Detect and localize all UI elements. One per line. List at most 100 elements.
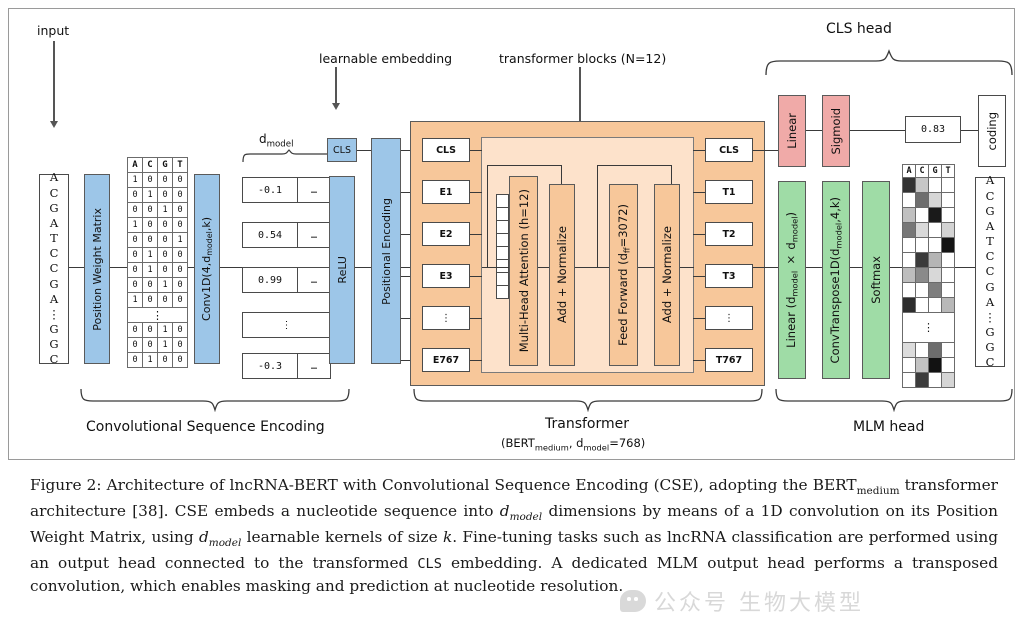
heatmap-row xyxy=(902,252,955,268)
pwm-cell: 0 xyxy=(127,262,143,278)
seq-ellipsis: ⋮ xyxy=(48,306,60,321)
heatmap-row xyxy=(902,177,955,193)
pwm-cell: 0 xyxy=(172,202,188,218)
heatmap-cell xyxy=(902,267,916,283)
pwm-cell: 0 xyxy=(172,262,188,278)
input-arrow-shaft xyxy=(53,41,55,123)
heatmap-row xyxy=(902,267,955,283)
embedding-row: -0.1 … xyxy=(242,177,331,203)
pwm-cell: 0 xyxy=(157,172,173,188)
heatmap-row xyxy=(902,372,955,388)
conv1d-block: Conv1D(4,dmodel,k) xyxy=(194,174,220,364)
tb-sub-mid: , d xyxy=(568,436,584,450)
heatmap-cell xyxy=(915,192,929,208)
heatmap-cell xyxy=(941,207,955,223)
inner-connector xyxy=(538,267,549,268)
input-sequence-box: A C G A T C C G A ⋮ G G C xyxy=(39,170,69,366)
position-weight-matrix-label: Position Weight Matrix xyxy=(90,207,104,331)
heatmap-cell xyxy=(928,252,942,268)
cse-brace xyxy=(79,388,351,412)
pwm-cell: 0 xyxy=(142,172,158,188)
cls-head-linear-label: Linear xyxy=(785,113,799,149)
attention-head xyxy=(496,285,509,299)
mlm-head-linear-label: Linear (dmodel × dmodel) xyxy=(784,212,799,348)
seq-char: G xyxy=(985,203,995,218)
token-output-ellipsis: ⋮ xyxy=(705,306,753,330)
pwm-cell: 0 xyxy=(157,247,173,263)
cls-head-connector xyxy=(753,150,778,151)
heatmap-ellipsis: ⋮ xyxy=(902,312,955,343)
d-model-label: dmodel xyxy=(259,132,293,149)
cls-head-sigmoid-label: Sigmoid xyxy=(829,107,843,155)
caption-part-1: Figure 2: Architecture of lncRNA-BERT wi… xyxy=(30,476,857,494)
add-normalize-block-2: Add + Normalize xyxy=(654,184,680,366)
heatmap-cell xyxy=(915,282,929,298)
pwm-cell: 0 xyxy=(172,292,188,308)
token-input-e2: E2 xyxy=(422,222,470,246)
token-connector xyxy=(470,234,482,235)
pwm-cell: 0 xyxy=(127,352,143,368)
token-connector xyxy=(470,318,482,319)
pwm-cell: 1 xyxy=(142,247,158,263)
heatmap-cell xyxy=(928,297,942,313)
embedding-value: -0.1 xyxy=(242,177,298,203)
add-normalize-block-1: Add + Normalize xyxy=(549,184,575,366)
heatmap-row xyxy=(902,297,955,313)
caption-cls-token: CLS xyxy=(417,556,442,572)
heatmap-row-ellipsis: ⋮ xyxy=(902,312,955,343)
heatmap-row xyxy=(902,192,955,208)
inner-connector xyxy=(638,267,654,268)
heatmap-cell xyxy=(902,237,916,253)
caption-math-d2-sub: model xyxy=(208,537,242,550)
heatmap-cell xyxy=(928,177,942,193)
token-input-e3: E3 xyxy=(422,264,470,288)
heatmap-cell xyxy=(902,222,916,238)
multi-head-attention-label: Multi-Head Attention (h=12) xyxy=(516,189,531,353)
embedding-value: 0.54 xyxy=(242,222,298,248)
feed-forward-label-main: Feed Forward (d xyxy=(615,253,630,346)
heatmap-cell xyxy=(928,267,942,283)
seq-char: T xyxy=(50,231,58,246)
mlm-head-convtranspose-block: ConvTranspose1D(dmodel,4,k) xyxy=(822,181,850,379)
heatmap-cell xyxy=(941,342,955,358)
cls-head-score-box: 0.83 xyxy=(905,116,961,143)
heatmap-row xyxy=(902,357,955,373)
mlm-prediction-heatmap: A C G T ⋮ xyxy=(902,164,955,388)
embedding-ellipsis: … xyxy=(297,353,331,379)
seq-char: G xyxy=(985,279,995,294)
pwm-cell: 0 xyxy=(127,232,143,248)
seq-char: C xyxy=(49,185,59,200)
embedding-row: -0.3 … xyxy=(242,353,331,379)
heatmap-row xyxy=(902,282,955,298)
residual-path-2-left xyxy=(597,165,598,267)
seq-ellipsis: ⋮ xyxy=(984,309,996,324)
inner-connector xyxy=(575,267,609,268)
seq-char: G xyxy=(985,325,995,340)
caption-sub-medium: medium xyxy=(856,485,900,498)
inner-connector xyxy=(680,267,694,268)
heatmap-cell xyxy=(928,282,942,298)
seq-char: A xyxy=(985,294,995,309)
seq-char: G xyxy=(985,340,995,355)
pwm-cell: 0 xyxy=(127,337,143,353)
embedding-ellipsis: … xyxy=(297,267,331,293)
pwm-cell: 0 xyxy=(172,337,188,353)
token-connector xyxy=(693,276,705,277)
seq-char: G xyxy=(49,322,59,337)
annotation-cls-head: CLS head xyxy=(826,21,892,37)
seq-char: A xyxy=(49,170,59,185)
annotation-input: input xyxy=(37,23,70,38)
seq-char: C xyxy=(49,261,59,276)
figure-panel: input learnable embedding transformer bl… xyxy=(8,8,1015,460)
residual-path-1-right xyxy=(561,165,562,185)
feed-forward-block: Feed Forward (dff=3072) xyxy=(609,184,638,366)
caption-math-d1-sub: model xyxy=(509,511,543,524)
embedding-ellipsis: … xyxy=(297,177,331,203)
